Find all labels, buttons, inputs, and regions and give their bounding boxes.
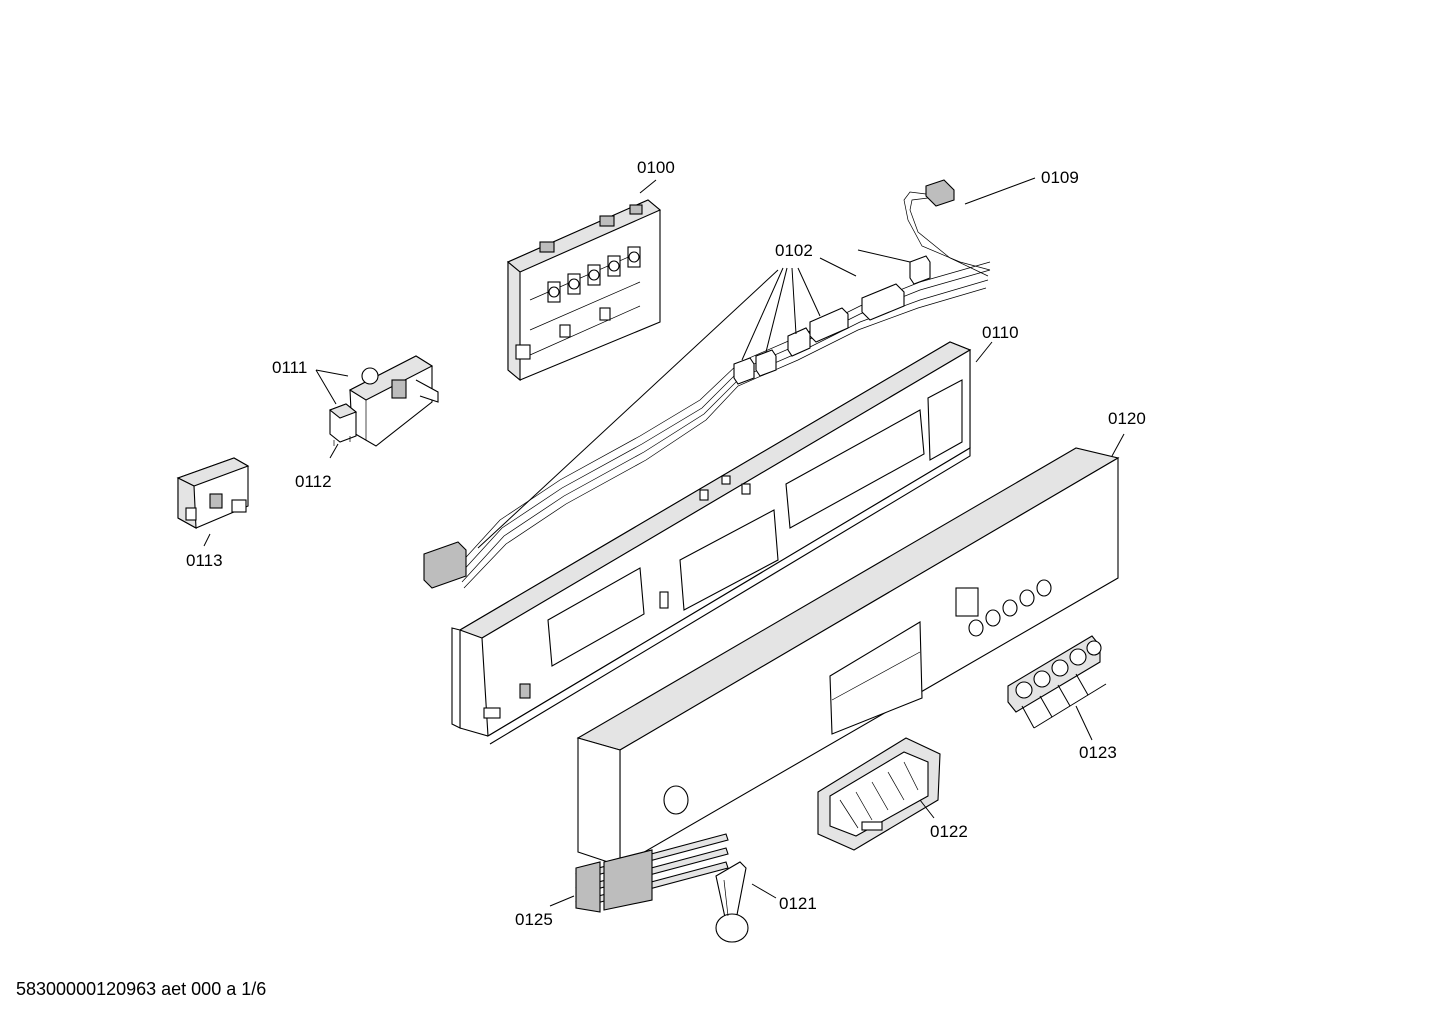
label-0110: 0110: [982, 323, 1019, 342]
part-0120-front-panel[interactable]: [576, 447, 1120, 867]
part-0110-panel-frame[interactable]: [451, 341, 972, 745]
label-0111: 0111: [272, 358, 307, 377]
part-0102-wiring-harness[interactable]: [423, 255, 991, 589]
part-0123-buttons[interactable]: [1007, 635, 1102, 713]
document-id: 58300000120963 aet 000 a 1/6: [16, 979, 267, 999]
part-0109-connector[interactable]: [903, 179, 991, 277]
leader-0120: [1111, 433, 1125, 457]
leader-0109: [964, 177, 1036, 205]
label-0120: 0120: [1108, 409, 1146, 428]
leader-0122: [919, 799, 935, 819]
leaders-0102: [477, 249, 911, 549]
part-0112-relay[interactable]: [328, 403, 358, 446]
label-0123: 0123: [1079, 743, 1117, 762]
leaders-0123: [1021, 673, 1107, 741]
part-0121-handle[interactable]: [715, 861, 749, 943]
part-0113-switch-block[interactable]: [176, 457, 250, 529]
leader-0100: [639, 179, 657, 194]
label-0121: 0121: [779, 894, 817, 913]
part-0111-switch[interactable]: [348, 355, 439, 447]
label-0112: 0112: [295, 472, 332, 491]
leader-0125: [549, 895, 575, 907]
label-0109: 0109: [1041, 168, 1079, 187]
leader-0111-a: [315, 369, 349, 377]
label-0125: 0125: [515, 910, 553, 929]
leader-0111-b: [315, 369, 337, 405]
leader-0121: [751, 883, 777, 899]
label-0102: 0102: [775, 241, 813, 260]
part-0100-control-module[interactable]: [506, 199, 662, 382]
label-0100: 0100: [637, 158, 675, 177]
leader-0113: [203, 533, 211, 547]
leader-0112: [329, 443, 339, 459]
label-0122: 0122: [930, 822, 968, 841]
part-0125-gaskets[interactable]: [575, 833, 729, 913]
label-0113: 0113: [186, 551, 223, 570]
part-0122-display-cover[interactable]: [817, 737, 941, 851]
leader-0110: [975, 341, 993, 363]
